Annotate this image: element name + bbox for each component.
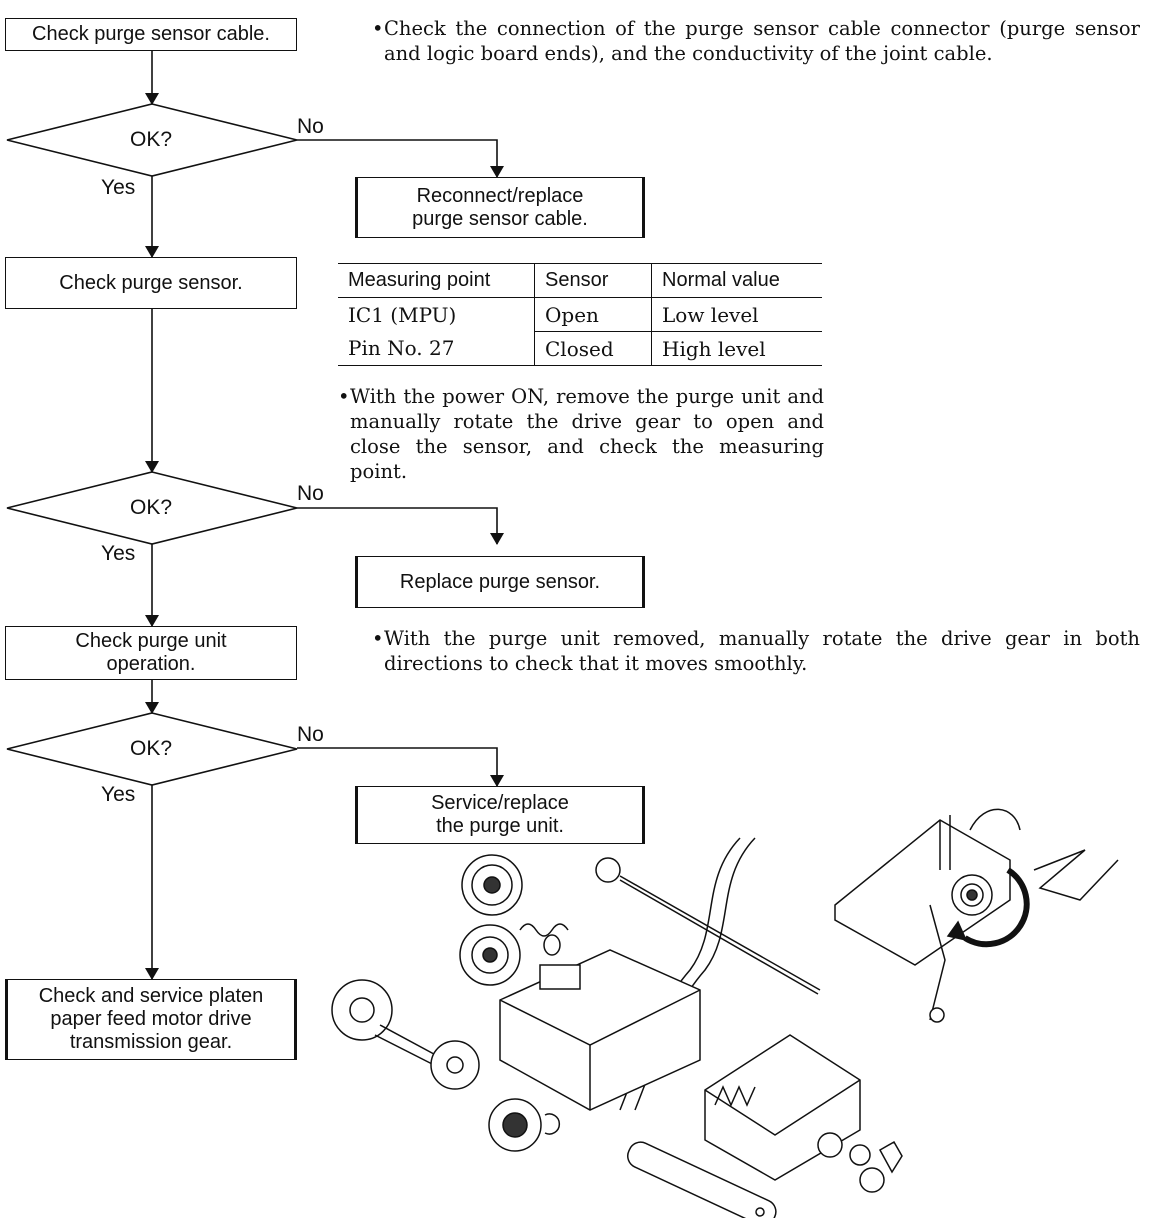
cell-value: Low level — [651, 297, 822, 332]
note-text: With the purge unit removed, manually ro… — [384, 627, 1140, 675]
note-sensor-check: • With the power ON, remove the purge un… — [338, 384, 824, 484]
step-label-line1: Check and service platen — [38, 985, 264, 1007]
decision-1-label: OK? — [130, 128, 173, 151]
cell-point-line1: IC1 (MPU) — [348, 302, 457, 327]
remedy-label: Replace purge sensor. — [399, 570, 601, 593]
bullet: • — [372, 17, 384, 40]
bullet: • — [338, 385, 350, 408]
decision-3-label: OK? — [130, 737, 173, 760]
decision-1-no: No — [297, 115, 324, 138]
remedy-service-purge-unit: Service/replace the purge unit. — [355, 786, 645, 844]
remedy-label-line1: Service/replace — [431, 792, 569, 814]
remedy-replace-purge-sensor: Replace purge sensor. — [355, 556, 645, 608]
decision-3 — [6, 712, 298, 786]
header-normal-value: Normal value — [651, 263, 822, 298]
step-label: Check purge sensor cable. — [32, 23, 270, 45]
decision-2-no: No — [297, 482, 324, 505]
cell-sensor: Closed — [534, 331, 652, 366]
step-check-purge-sensor: Check purge sensor. — [5, 257, 297, 309]
note-unit-operation: • With the purge unit removed, manually … — [372, 626, 1140, 676]
step-label-line2: paper feed motor drive — [50, 1008, 252, 1030]
decision-2-label: OK? — [130, 496, 173, 519]
table-row: IC1 (MPU) Open Low level — [338, 297, 822, 332]
cell-value: High level — [651, 331, 822, 366]
table-row: Pin No. 27 Closed High level — [338, 331, 822, 366]
purge-unit-exploded-illustration — [331, 837, 903, 1218]
bullet: • — [372, 627, 384, 650]
remedy-label-line1: Reconnect/replace — [416, 184, 584, 207]
decision-3-yes: Yes — [101, 783, 136, 806]
note-cable-check: • Check the connection of the purge sens… — [372, 16, 1140, 66]
cell-sensor: Open — [534, 297, 652, 332]
step-label-line3: transmission gear. — [69, 1031, 233, 1053]
decision-1 — [6, 103, 298, 177]
measurement-table: Measuring point Sensor Normal value IC1 … — [338, 263, 822, 366]
decision-2 — [6, 471, 298, 545]
note-text: Check the connection of the purge sensor… — [384, 17, 1140, 65]
step-label: Check purge sensor. — [59, 271, 243, 294]
step-check-platen-gear: Check and service platen paper feed moto… — [5, 979, 297, 1060]
decision-1-yes: Yes — [101, 176, 136, 199]
step-check-purge-unit-operation: Check purge unit operation. — [5, 626, 297, 680]
table-header-row: Measuring point Sensor Normal value — [338, 263, 822, 298]
decision-diamonds — [6, 103, 298, 786]
remedy-label-line2: the purge unit. — [436, 815, 564, 837]
step-label-line1: Check purge unit — [75, 630, 227, 652]
step-label-line2: operation. — [106, 653, 196, 675]
decision-3-no: No — [297, 723, 324, 746]
remedy-reconnect-cable: Reconnect/replace purge sensor cable. — [355, 177, 645, 238]
drive-gear-rotation-illustration — [834, 808, 1119, 1023]
header-measuring-point: Measuring point — [348, 269, 491, 291]
remedy-label-line2: purge sensor cable. — [412, 207, 588, 230]
decision-2-yes: Yes — [101, 542, 136, 565]
cell-point-line2: Pin No. 27 — [348, 336, 455, 361]
note-text: With the power ON, remove the purge unit… — [350, 385, 824, 483]
header-sensor: Sensor — [534, 263, 652, 298]
step-check-purge-sensor-cable: Check purge sensor cable. — [5, 18, 297, 51]
